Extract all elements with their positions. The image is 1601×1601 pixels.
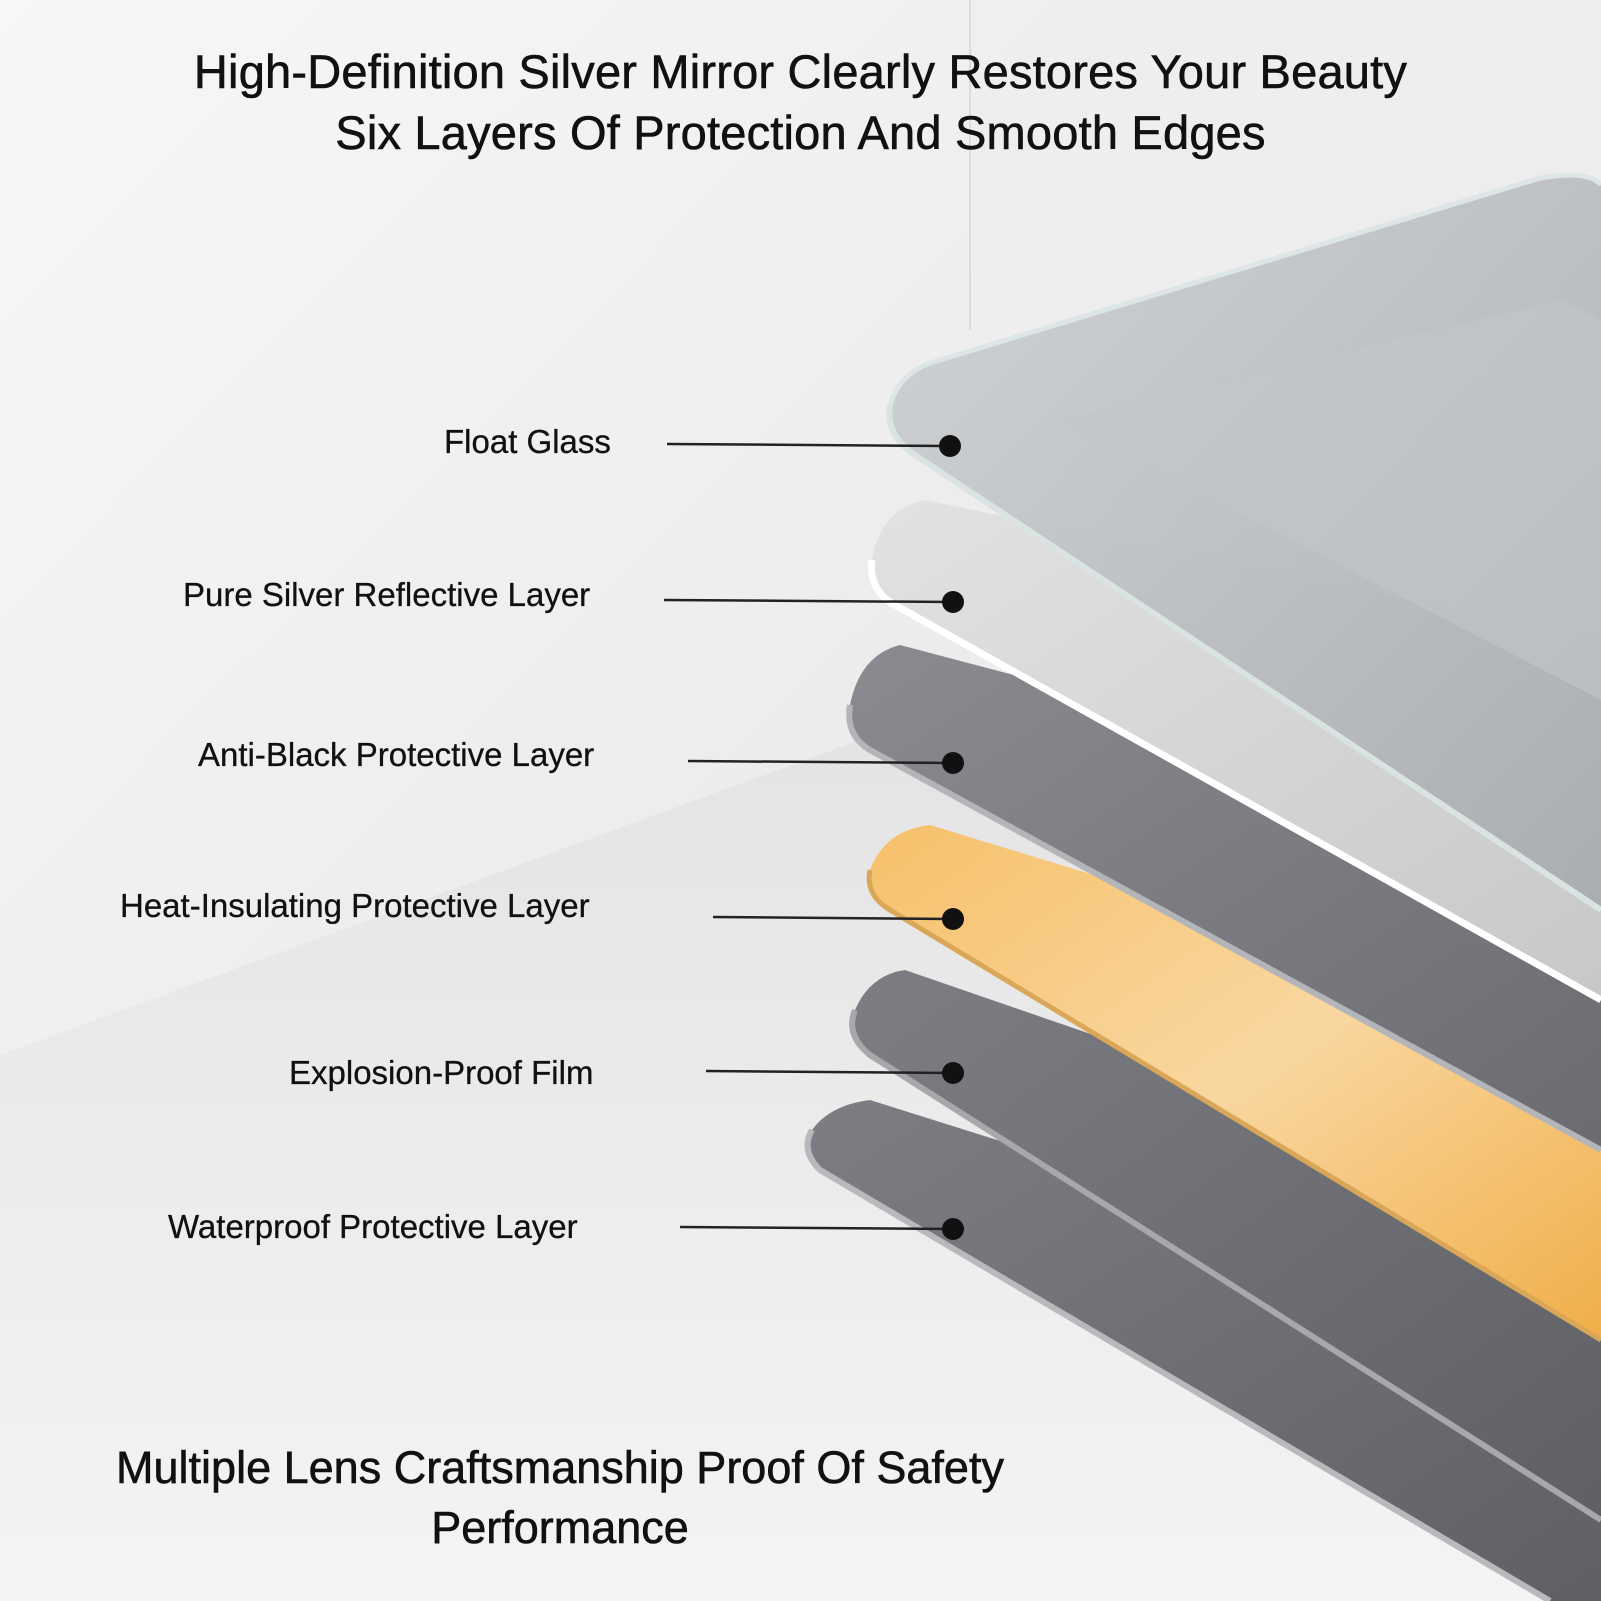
heat-insulating-layer xyxy=(869,825,1601,1340)
leader-dot-4 xyxy=(942,908,964,930)
leader-dot-6 xyxy=(942,1218,964,1240)
label-float-glass: Float Glass xyxy=(444,423,611,460)
float-glass-layer-rim xyxy=(887,172,1601,406)
explosion-proof-layer xyxy=(852,970,1601,1520)
label-waterproof-protective-layer: Waterproof Protective Layer xyxy=(168,1208,578,1245)
leader-line-2 xyxy=(663,598,954,604)
footer-line-2: Performance xyxy=(431,1502,689,1554)
leader-line-5 xyxy=(705,1069,954,1075)
leader-dot-1 xyxy=(939,435,961,457)
waterproof-layer-edge xyxy=(804,1128,1552,1601)
footer-line-1: Multiple Lens Craftsmanship Proof Of Saf… xyxy=(116,1442,1005,1494)
label-explosion-proof-film: Explosion-Proof Film xyxy=(289,1054,594,1091)
leader-line-6 xyxy=(679,1225,954,1231)
anti-black-layer xyxy=(849,645,1601,1150)
waterproof-layer xyxy=(807,1100,1601,1601)
leader-line-4 xyxy=(712,915,954,921)
silver-layer-edge xyxy=(867,559,1601,1004)
label-pure-silver-reflective-layer: Pure Silver Reflective Layer xyxy=(183,576,591,613)
anti-black-layer-edge xyxy=(846,704,1601,1153)
float-glass-inner-reflection xyxy=(1060,300,1601,700)
leader-dot-3 xyxy=(942,752,964,774)
float-glass-layer-edge xyxy=(886,404,1601,913)
page-title-line-1: High-Definition Silver Mirror Clearly Re… xyxy=(193,45,1408,99)
label-heat-insulating-protective-layer: Heat-Insulating Protective Layer xyxy=(120,887,590,924)
explosion-proof-layer-edge xyxy=(849,1008,1601,1523)
heat-insulating-layer-edge xyxy=(866,869,1601,1343)
leader-dot-5 xyxy=(942,1062,964,1084)
leader-line-1 xyxy=(666,442,951,448)
page-title-line-2: Six Layers Of Protection And Smooth Edge… xyxy=(335,106,1266,160)
leader-dot-2 xyxy=(942,591,964,613)
leader-line-3 xyxy=(687,759,954,765)
label-anti-black-protective-layer: Anti-Black Protective Layer xyxy=(198,736,595,773)
leader-lines xyxy=(663,435,964,1240)
